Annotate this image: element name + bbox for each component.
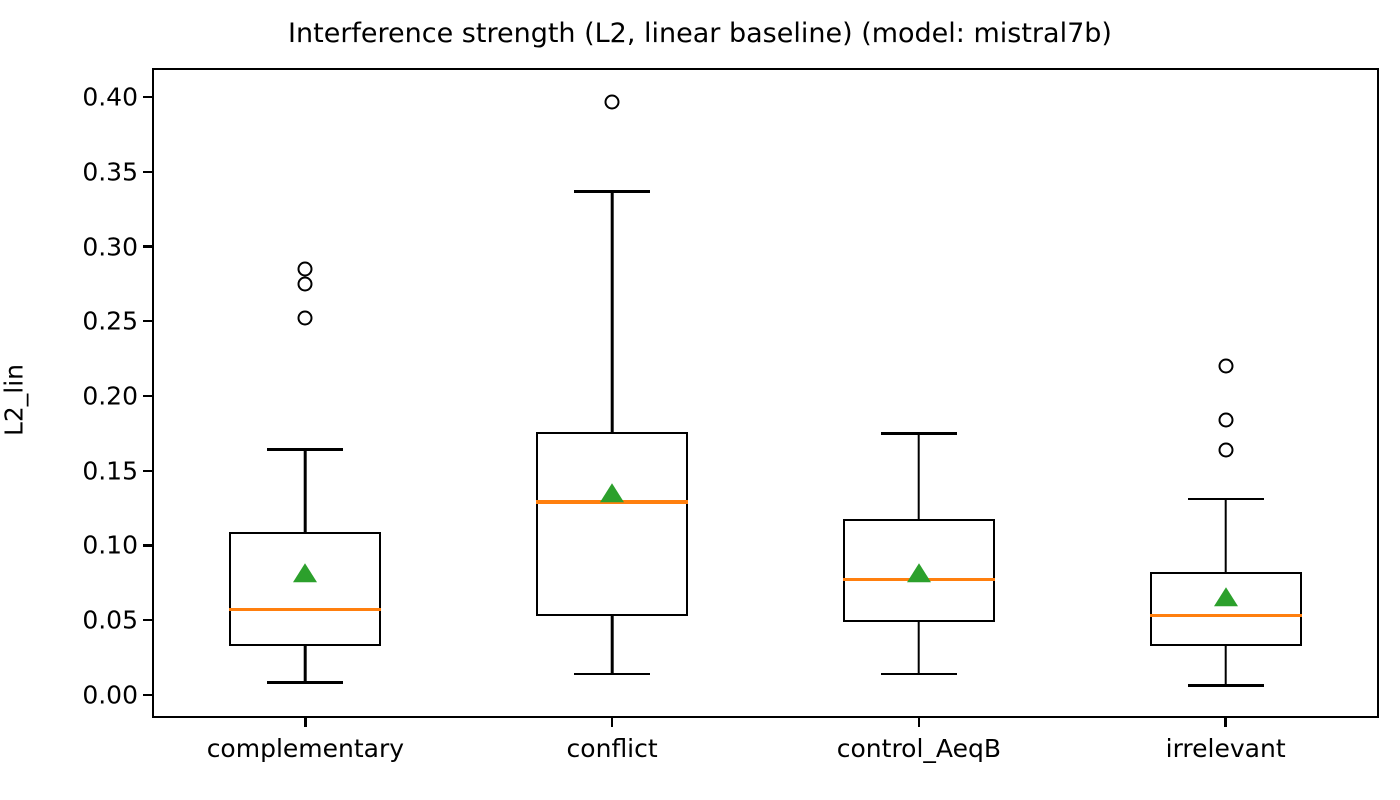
y-tick-mark	[143, 394, 152, 398]
cap-upper	[1187, 497, 1264, 501]
x-tick-label-irrelevant: irrelevant	[1165, 734, 1286, 763]
y-tick-mark	[143, 693, 152, 697]
outlier-point	[297, 310, 313, 326]
x-tick-mark	[1224, 718, 1227, 727]
whisker-lower	[304, 645, 307, 683]
y-tick-label: 0.05	[82, 605, 138, 635]
box-conflict	[536, 431, 689, 616]
cap-upper	[880, 431, 957, 435]
y-tick-label: 0.40	[82, 82, 138, 112]
y-tick-mark	[143, 95, 152, 99]
whisker-lower	[1224, 645, 1227, 686]
median-line-complementary	[229, 607, 382, 612]
whisker-lower	[610, 615, 614, 674]
page-title: Interference strength (L2, linear baseli…	[288, 18, 1112, 49]
x-tick-mark	[304, 718, 307, 727]
y-tick-label: 0.10	[82, 530, 138, 560]
y-tick-label: 0.00	[82, 680, 138, 710]
y-axis-label: L2_lin	[0, 363, 29, 437]
whisker-upper	[304, 449, 307, 532]
box-irrelevant	[1149, 572, 1302, 646]
cap-upper	[574, 189, 651, 193]
x-tick-label-conflict: conflict	[566, 734, 658, 763]
outlier-point	[1218, 442, 1234, 458]
outlier-point	[604, 94, 620, 110]
box-complementary	[229, 531, 382, 646]
outlier-point	[1218, 412, 1234, 428]
y-tick-mark	[143, 245, 152, 248]
median-line-conflict	[536, 500, 689, 504]
outlier-point	[297, 276, 313, 292]
x-tick-label-control_AeqB: control_AeqB	[836, 734, 1001, 763]
y-tick-label: 0.20	[82, 381, 138, 411]
y-tick-label: 0.25	[82, 306, 138, 336]
mean-marker-control_AeqB	[906, 563, 931, 583]
y-tick-mark	[143, 170, 152, 174]
cap-lower	[880, 672, 957, 676]
outlier-point	[297, 261, 313, 277]
cap-upper	[267, 448, 344, 452]
y-tick-mark	[143, 618, 152, 622]
median-line-irrelevant	[1149, 613, 1302, 618]
cap-lower	[574, 672, 651, 676]
whisker-lower	[917, 621, 921, 674]
outlier-point	[1218, 358, 1234, 374]
cap-lower	[267, 680, 344, 684]
y-tick-mark	[143, 469, 152, 472]
x-tick-mark	[917, 718, 921, 727]
box-control_AeqB	[842, 518, 995, 622]
whisker-upper	[610, 191, 614, 432]
mean-marker-complementary	[293, 563, 318, 583]
y-tick-label: 0.35	[82, 157, 138, 187]
whisker-upper	[1224, 499, 1227, 573]
mean-marker-irrelevant	[1213, 587, 1238, 607]
y-tick-mark	[143, 544, 152, 547]
y-tick-label: 0.15	[82, 456, 138, 486]
y-tick-label: 0.30	[82, 232, 138, 262]
x-tick-mark	[610, 718, 614, 727]
y-tick-mark	[143, 320, 152, 323]
mean-marker-conflict	[600, 482, 625, 502]
cap-lower	[1187, 684, 1264, 688]
x-tick-label-complementary: complementary	[206, 734, 405, 763]
whisker-upper	[917, 433, 921, 519]
plot-area	[143, 68, 1379, 727]
